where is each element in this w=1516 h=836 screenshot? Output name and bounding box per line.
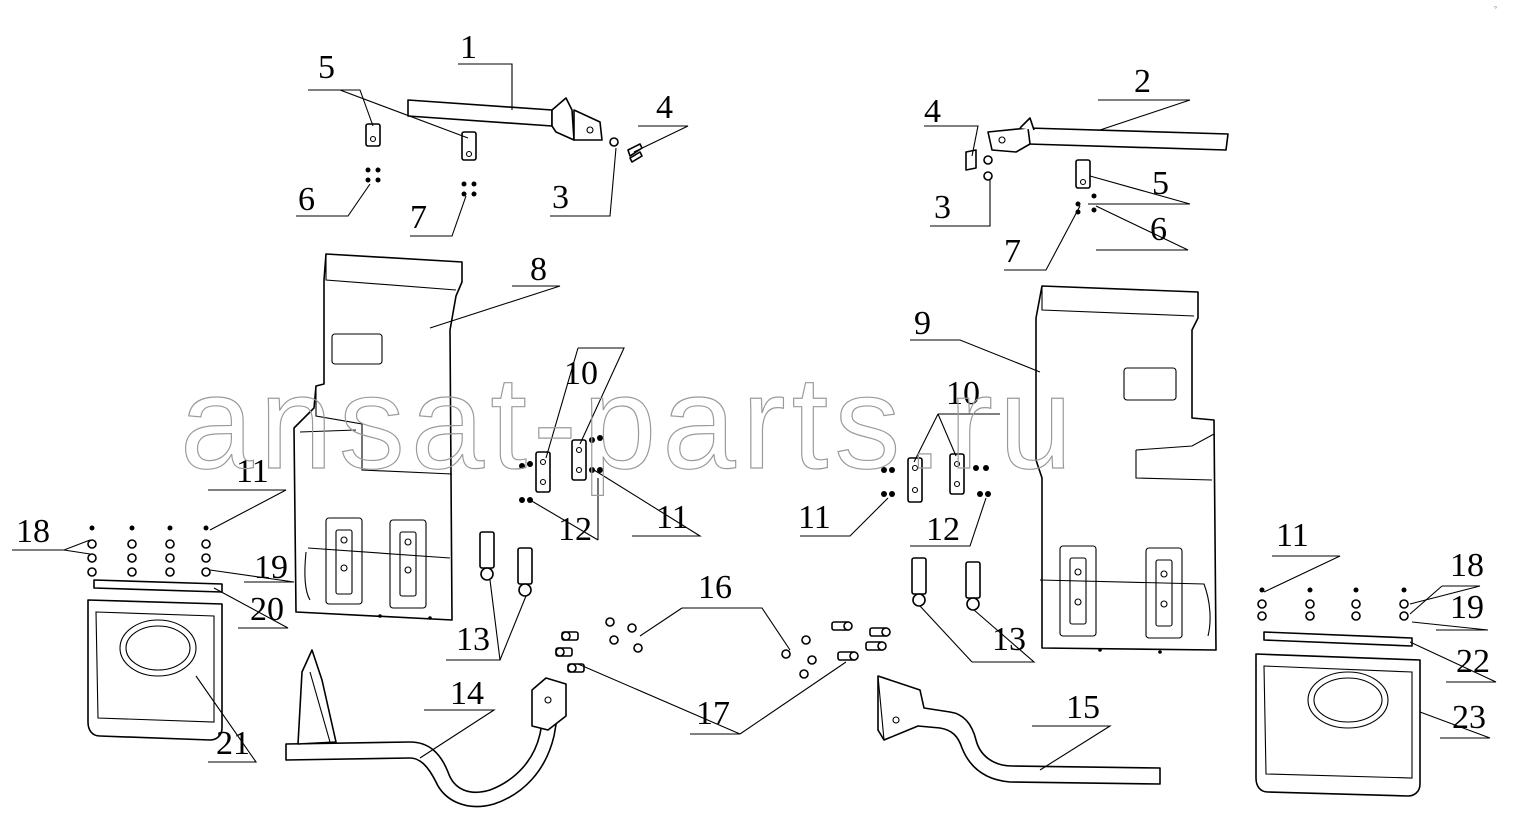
leader-lines	[12, 63, 1497, 771]
callout-9: 9	[914, 305, 931, 342]
part-23-mudflap-right	[1255, 653, 1421, 797]
callout-18: 18	[16, 513, 50, 550]
part-5-clamp-left	[365, 123, 477, 161]
callout-2: 2	[1134, 63, 1151, 100]
part-16-17-bolts-center	[555, 617, 891, 679]
part-1-support-bar-left	[407, 97, 603, 141]
callout-19: 19	[1450, 589, 1484, 626]
corner-mark: °	[1494, 5, 1497, 14]
callout-4: 4	[924, 93, 941, 130]
part-11-12-nuts-right	[881, 465, 991, 497]
part-14-support-tube-left	[285, 649, 567, 808]
callout-1: 1	[460, 29, 477, 66]
callout-13: 13	[992, 621, 1026, 658]
part-5-clamp-right	[1075, 159, 1091, 189]
callout-21: 21	[216, 725, 250, 762]
part-13-brackets-right	[911, 557, 981, 611]
callout-16: 16	[698, 569, 732, 606]
callout-11: 11	[1276, 517, 1309, 554]
part-9-mudguard-right	[1035, 285, 1217, 654]
part-10-brackets-right	[907, 453, 965, 503]
part-2-support-bar-right	[987, 117, 1229, 153]
callout-5: 5	[1152, 165, 1169, 202]
callout-20: 20	[250, 591, 284, 628]
callout-10: 10	[564, 355, 598, 392]
part-20-plate-left	[93, 579, 223, 593]
callout-3: 3	[934, 189, 951, 226]
watermark-text: ansat-parts.ru	[180, 349, 1078, 496]
callout-labels: 1 2 3 3 4 4 5 5 6 6 7 7 8 9 10 10 11 11 …	[16, 29, 1490, 762]
part-11-12-nuts-left	[519, 435, 603, 503]
part-22-plate-right	[1263, 631, 1413, 647]
callout-15: 15	[1066, 689, 1100, 726]
part-18-19-bolts-right	[1257, 587, 1409, 621]
callout-6: 6	[1150, 211, 1167, 248]
part-13-brackets-left	[479, 531, 533, 597]
callout-22: 22	[1456, 643, 1490, 680]
part-21-mudflap-left	[87, 599, 223, 741]
callout-3: 3	[552, 179, 569, 216]
callout-14: 14	[450, 675, 484, 712]
part-15-support-tube-right	[877, 675, 1161, 785]
callout-19: 19	[254, 549, 288, 586]
callout-4: 4	[656, 89, 673, 126]
callout-12: 12	[926, 511, 960, 548]
callout-17: 17	[696, 695, 730, 732]
callout-6: 6	[298, 181, 315, 218]
callout-11: 11	[656, 499, 689, 536]
callout-23: 23	[1452, 699, 1486, 736]
callout-13: 13	[456, 621, 490, 658]
callout-5: 5	[318, 49, 335, 86]
callout-12: 12	[558, 511, 592, 548]
part-18-19-bolts-left	[87, 525, 211, 577]
callout-7: 7	[410, 199, 427, 236]
part-8-mudguard-left	[293, 253, 463, 621]
callout-7: 7	[1004, 233, 1021, 270]
callout-11: 11	[798, 499, 831, 536]
callout-11: 11	[236, 453, 269, 490]
callout-10: 10	[946, 375, 980, 412]
part-3-4-bolts-right	[965, 149, 993, 181]
part-10-brackets-left	[535, 439, 587, 493]
callout-18: 18	[1450, 547, 1484, 584]
part-6-7-nuts-left	[365, 167, 477, 197]
callout-8: 8	[530, 251, 547, 288]
